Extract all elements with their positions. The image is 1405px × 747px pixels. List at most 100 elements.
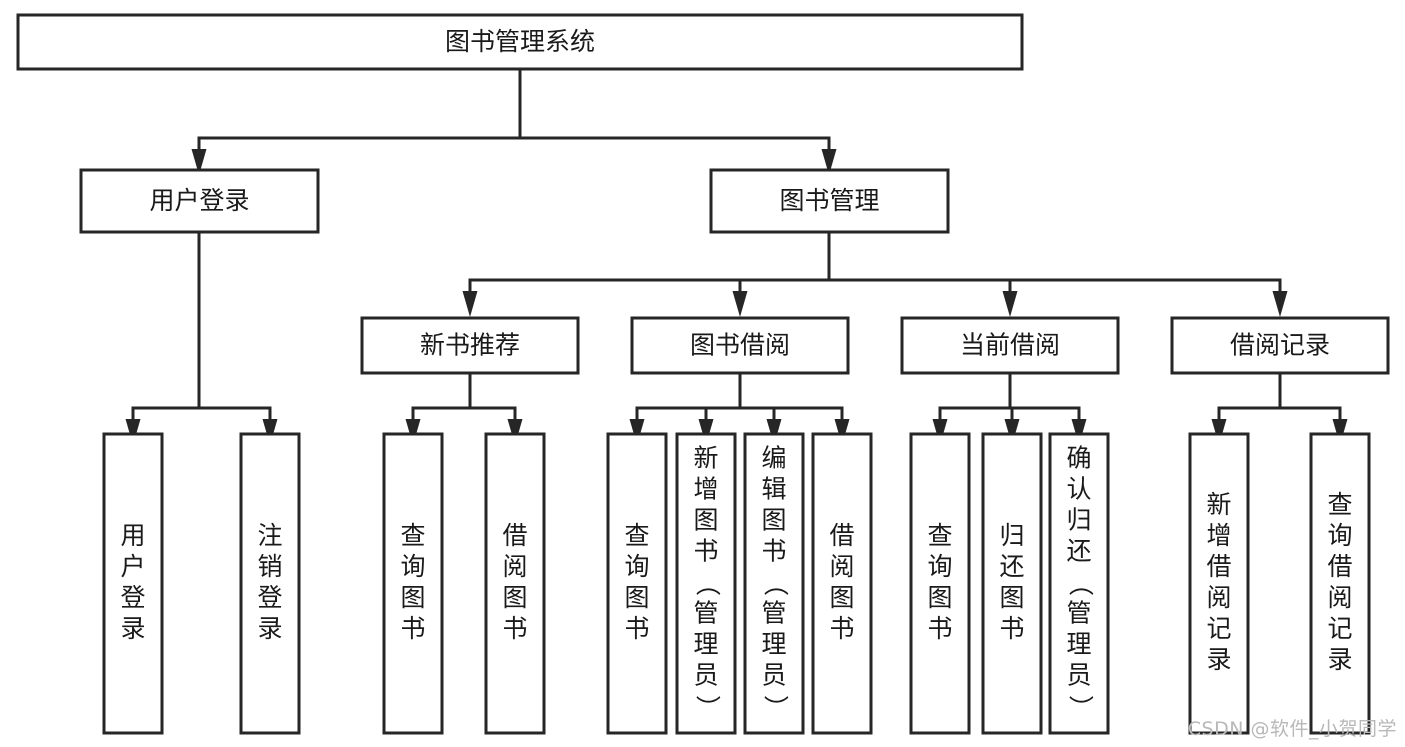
connector-current-to-leaves [932, 371, 1087, 445]
svg-text:用: 用 [120, 521, 145, 550]
svg-text:新: 新 [1206, 490, 1231, 519]
arrow-head-icon [834, 419, 850, 445]
label-layer: 图书管理系统用户登录图书管理新书推荐图书借阅当前借阅借阅记录用户登录注销登录查询… [120, 27, 1352, 720]
svg-text:阅: 阅 [829, 552, 854, 581]
svg-text:（: （ [1066, 571, 1095, 596]
node-root-label: 图书管理系统 [445, 27, 595, 56]
svg-text:员: 员 [693, 661, 718, 690]
connector-login-to-leaves [125, 230, 278, 445]
svg-text:图: 图 [927, 583, 952, 612]
arrow-head-icon [507, 419, 523, 445]
svg-text:新: 新 [693, 444, 718, 473]
svg-text:图: 图 [400, 583, 425, 612]
connector-root-to-level2 [191, 67, 837, 175]
node-leaf-7[interactable] [811, 432, 873, 735]
svg-text:管: 管 [761, 599, 786, 628]
node-level3-2-label: 当前借阅 [960, 331, 1060, 360]
node-leaf-9[interactable] [981, 432, 1043, 735]
svg-text:）: ） [693, 695, 722, 720]
svg-text:查: 查 [400, 521, 425, 550]
node-level3-1[interactable] [630, 316, 850, 375]
node-level2-1[interactable] [709, 168, 950, 234]
svg-text:录: 录 [1327, 645, 1352, 674]
csdn-watermark: CSDN @软件_小贺同学 [1187, 718, 1397, 740]
svg-text:借: 借 [1327, 552, 1352, 581]
node-level3-0-label: 新书推荐 [420, 331, 520, 360]
node-leaf-12[interactable] [1309, 432, 1371, 735]
arrow-head-icon [1332, 419, 1348, 445]
node-leaf-3[interactable] [484, 432, 546, 735]
svg-text:销: 销 [257, 552, 282, 581]
node-level2-0[interactable] [79, 168, 320, 234]
arrow-head-icon [821, 149, 837, 175]
svg-text:书: 书 [761, 537, 786, 566]
node-leaf-1[interactable] [239, 432, 301, 735]
svg-text:图: 图 [999, 583, 1024, 612]
svg-text:还: 还 [999, 552, 1024, 581]
node-level3-0[interactable] [360, 316, 580, 375]
svg-text:认: 认 [1066, 475, 1091, 504]
svg-text:书: 书 [927, 614, 952, 643]
svg-text:录: 录 [120, 614, 145, 643]
svg-text:录: 录 [257, 614, 282, 643]
svg-text:员: 员 [1066, 661, 1091, 690]
svg-text:登: 登 [120, 583, 145, 612]
arrow-head-icon [462, 291, 478, 317]
svg-text:书: 书 [693, 537, 718, 566]
node-root[interactable] [16, 13, 1024, 71]
svg-text:询: 询 [1327, 521, 1352, 550]
node-leaf-5[interactable] [675, 432, 737, 735]
node-level3-3-label: 借阅记录 [1230, 331, 1330, 360]
svg-text:员: 员 [761, 661, 786, 690]
node-leaf-11[interactable] [1188, 432, 1250, 735]
arrow-head-icon [766, 419, 782, 445]
node-layer [16, 13, 1390, 735]
svg-text:归: 归 [999, 521, 1024, 550]
svg-text:户: 户 [120, 552, 145, 581]
node-leaf-0-label: 用户登录 [120, 521, 145, 643]
node-leaf-8[interactable] [909, 432, 971, 735]
svg-text:理: 理 [693, 630, 718, 659]
node-leaf-2[interactable] [382, 432, 444, 735]
arrow-head-icon [1272, 291, 1288, 317]
arrow-head-icon [1211, 419, 1227, 445]
svg-text:还: 还 [1066, 537, 1091, 566]
svg-text:记: 记 [1327, 614, 1352, 643]
svg-text:询: 询 [400, 552, 425, 581]
node-leaf-4[interactable] [606, 432, 668, 735]
svg-text:理: 理 [761, 630, 786, 659]
svg-text:图: 图 [502, 583, 527, 612]
svg-text:辑: 辑 [761, 475, 786, 504]
svg-text:增: 增 [1206, 521, 1231, 550]
node-leaf-0[interactable] [102, 432, 164, 735]
node-level3-2[interactable] [900, 316, 1120, 375]
arrow-head-icon [125, 419, 141, 445]
svg-text:图: 图 [624, 583, 649, 612]
node-leaf-10[interactable] [1048, 432, 1110, 735]
svg-text:阅: 阅 [1327, 583, 1352, 612]
node-level2-0-label: 用户登录 [149, 186, 249, 215]
svg-text:）: ） [761, 695, 790, 720]
node-leaf-6[interactable] [743, 432, 805, 735]
svg-text:借: 借 [1206, 552, 1231, 581]
node-level3-3[interactable] [1170, 316, 1390, 375]
svg-text:借: 借 [829, 521, 854, 550]
svg-text:录: 录 [1206, 645, 1231, 674]
svg-text:书: 书 [400, 614, 425, 643]
connector-record-to-leaves [1211, 371, 1348, 445]
svg-text:书: 书 [999, 614, 1024, 643]
svg-text:）: ） [1066, 695, 1095, 720]
svg-text:管: 管 [693, 599, 718, 628]
svg-text:书: 书 [502, 614, 527, 643]
